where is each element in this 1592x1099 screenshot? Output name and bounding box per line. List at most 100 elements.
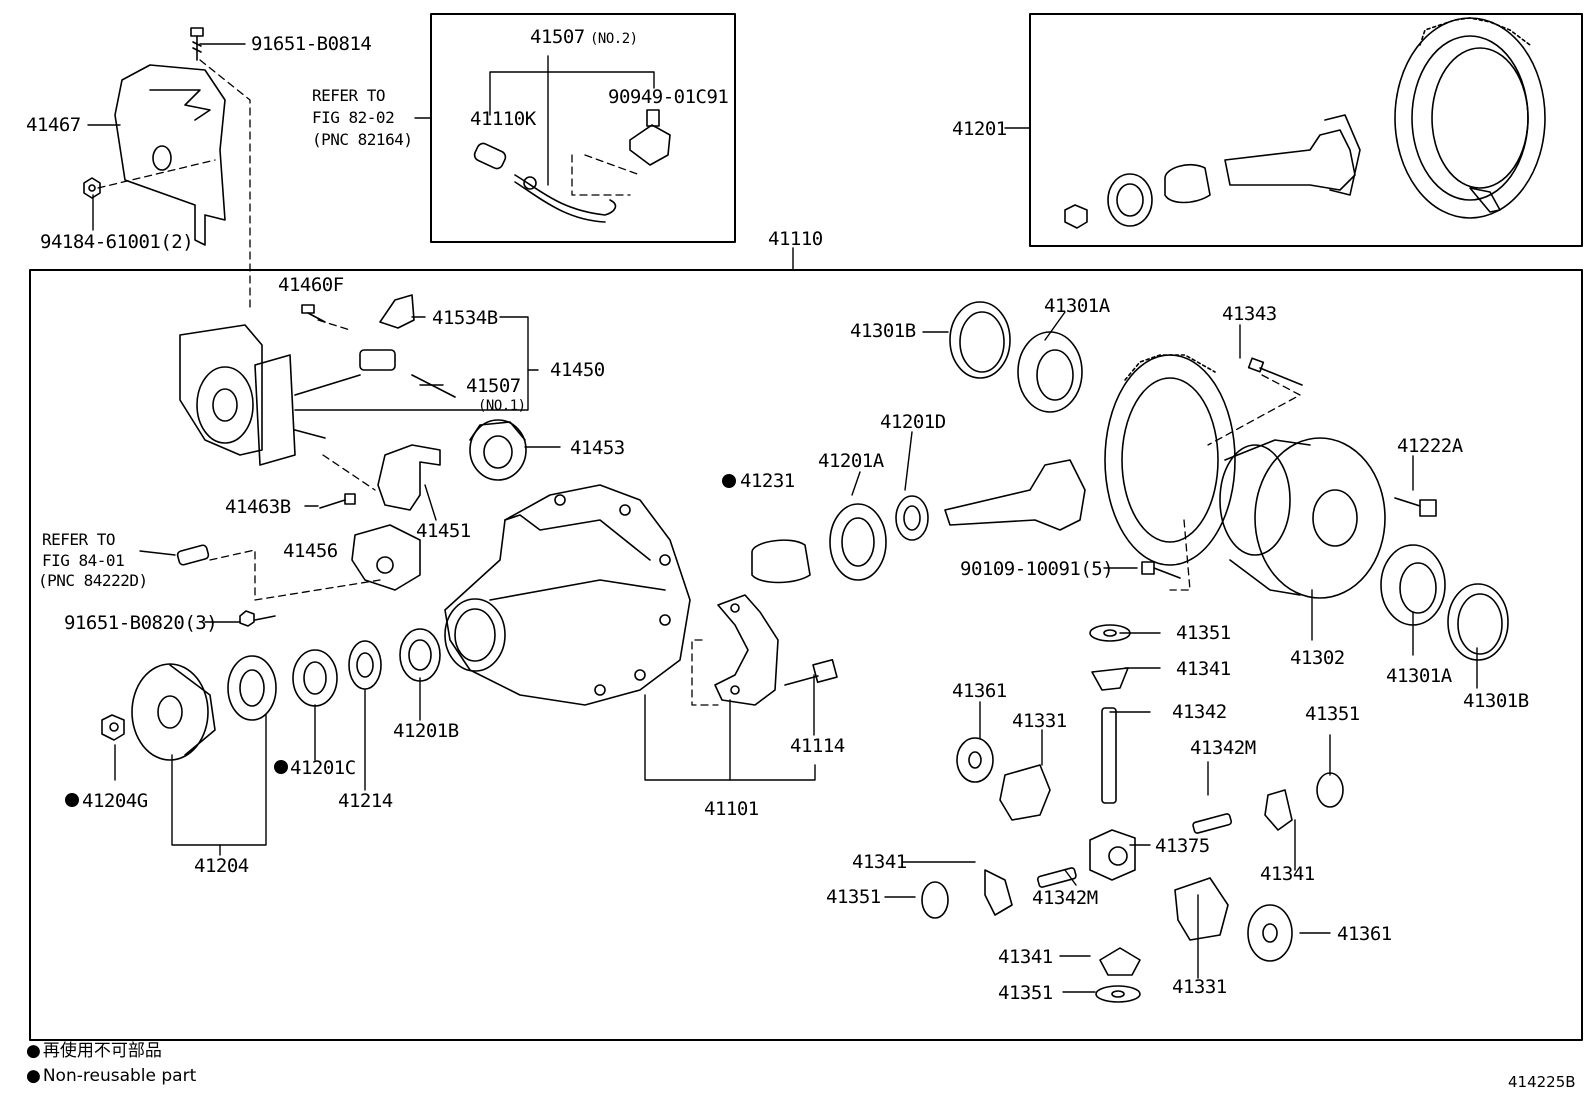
collapsible-spacer-41231 [751,539,811,584]
label-refer-to-1: REFER TO [312,86,386,105]
label-41351-a: 41351 [1176,622,1231,644]
label-41507-no2: 41507 [530,26,585,48]
bolt-41114 [784,658,838,686]
label-41201C: 41201C [290,757,356,779]
label-41341-right: 41341 [1260,863,1315,885]
label-41204G: 41204G [82,790,148,812]
washer-41351-l [921,881,949,919]
label-41301B-left: 41301B [850,320,916,342]
label-41342M-bottom: 41342M [1032,887,1098,909]
nut-41204G [101,714,125,741]
label-fig-82-02: FIG 82-02 [312,108,395,127]
inset-frame-sensor [430,13,736,243]
seal-large [227,655,277,721]
label-91651-B0814: 91651-B0814 [251,33,372,55]
label-41507-no2-sub: (NO.2) [590,31,638,47]
washer-41351-r [1316,772,1344,808]
label-41302: 41302 [1290,647,1345,669]
dashed-lines [97,59,1301,706]
label-41301B-right: 41301B [1463,690,1529,712]
label-41204: 41204 [194,855,249,877]
label-90949-01C91: 90949-01C91 [608,86,729,108]
bolt-41460F [301,304,326,323]
flange-41204 [131,663,216,761]
label-fig-84-01: FIG 84-01 [42,551,125,570]
shim-41301B-right [1447,583,1509,661]
sensor-41110K [473,142,617,223]
figure-code: 414225B [1508,1073,1576,1091]
label-41331-bottom: 41331 [1172,976,1227,998]
connector-90949 [629,109,671,166]
label-41110K: 41110K [470,108,536,130]
pin-41342M-b [1036,867,1077,888]
bearing-cap-41101 [714,594,779,706]
label-41351-right: 41351 [1305,703,1360,725]
label-41467: 41467 [26,114,81,136]
nut-94184 [83,177,101,199]
ring-gear-41302-ring [1104,354,1236,566]
label-refer-to-2: REFER TO [42,530,116,549]
label-pnc-82164: (PNC 82164) [312,130,413,149]
label-41451: 41451 [416,520,471,542]
block-41375 [1089,829,1136,881]
label-41341-bottom: 41341 [998,946,1053,968]
label-41341-left: 41341 [852,851,907,873]
differential-case-41302 [1219,437,1386,599]
label-41331-left: 41331 [1012,710,1067,732]
label-41201A: 41201A [818,450,884,472]
legend-dot-jp [26,1041,43,1061]
shim-41201D [895,495,929,541]
pinion-41341-l [984,869,1013,916]
label-41301A-right: 41301A [1386,665,1452,687]
bearing-41201A [829,503,887,581]
label-41456: 41456 [283,540,338,562]
label-41450: 41450 [550,359,605,381]
label-41507-no1-sub: (NO.1) [478,398,526,414]
label-41342: 41342 [1172,701,1227,723]
label-41231: 41231 [740,470,795,492]
bearing-41201B [399,628,441,682]
legend-text-jp: 再使用不可部品 [42,1041,162,1061]
side-gear-41331-b [1174,877,1229,941]
spacer-41214 [348,640,382,690]
label-41342M-top: 41342M [1190,737,1256,759]
label-41534B: 41534B [432,307,498,329]
actuator-41456 [351,524,421,591]
ring-gear-set-41201 [1064,17,1546,229]
main-frame-41110 [29,269,1583,1041]
label-41101: 41101 [704,798,759,820]
bolt-41343 [1247,357,1303,386]
label-41343: 41343 [1222,303,1277,325]
label-91651-B0820: 91651-B0820(3) [64,612,218,634]
switch-refer-84-01 [176,544,210,566]
pinion-41341-r [1264,789,1293,831]
pinion-41341-a [1091,667,1129,691]
non-reusable-markers [65,474,736,807]
legend-en: Non-reusable part [26,1066,197,1086]
pinion-41341-b [1099,947,1141,976]
pin-41342M-t [1192,813,1233,834]
label-90109-10091: 90109-10091(5) [960,558,1114,580]
label-41460F: 41460F [278,274,344,296]
legend-text-en: Non-reusable part [42,1066,197,1086]
bracket-41467 [114,64,226,246]
label-41351-bottom: 41351 [998,982,1053,1004]
label-41222A: 41222A [1397,435,1463,457]
leader-lines [87,43,1478,993]
label-41453: 41453 [570,437,625,459]
carrier-housing-41101 [444,484,691,706]
bolt-91651-B0820 [239,610,276,627]
clip-41534B [379,294,415,329]
legend-dot-en [26,1066,43,1086]
gear-41453 [469,419,527,481]
seal-41201C [292,649,338,707]
shaft-41342 [1101,707,1117,804]
bolt-90109 [1141,561,1181,579]
inset-frame-ring-gear [1029,13,1583,247]
label-41114: 41114 [790,735,845,757]
washer-41351-a [1089,624,1131,642]
label-41361-left: 41361 [952,680,1007,702]
label-41351-left: 41351 [826,886,881,908]
